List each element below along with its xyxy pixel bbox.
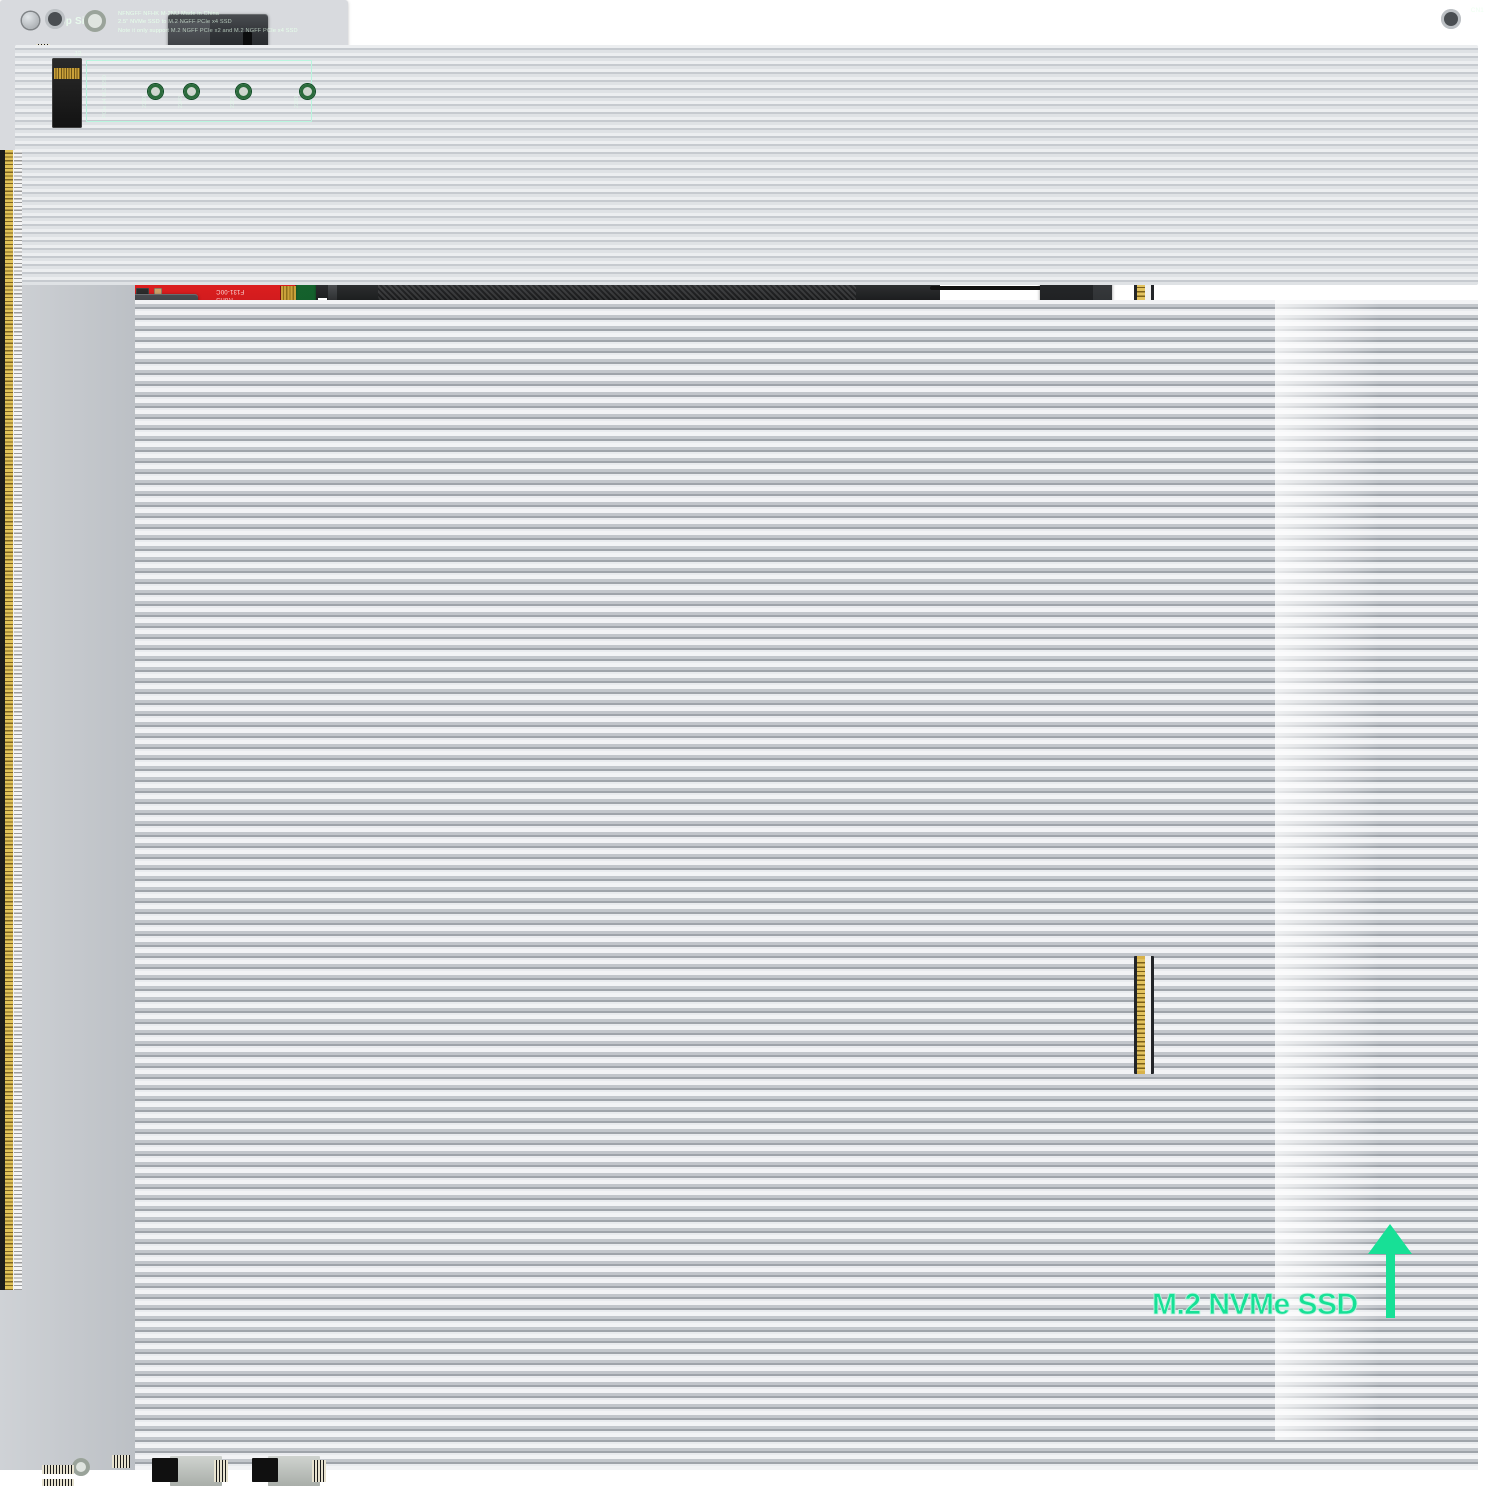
ssd-gold-pins — [1137, 959, 1145, 1071]
u2-nvme-ssd-bottom[interactable] — [0, 12, 1478, 1470]
plug-key — [328, 277, 337, 301]
smd-part — [154, 288, 162, 295]
edge-gold-pins — [5, 150, 13, 1290]
u2-ssd-edge-connector-bottom — [1134, 956, 1154, 1074]
pointer-arrow-head-m2-bottom — [1368, 1224, 1412, 1254]
pointer-arrow-shaft-m2-bottom — [1386, 1248, 1395, 1318]
u2-edge-connector — [0, 150, 22, 1290]
wire-black — [930, 286, 1042, 290]
smd-part — [136, 288, 149, 295]
edge-white-pins — [14, 150, 22, 1290]
ssd-left-plate — [0, 270, 135, 1470]
m2-nvme-ssd-label-bottom: M.2 NVMe SSD — [1152, 1288, 1359, 1322]
ssd-heatsink-fins — [135, 300, 1478, 1470]
ssd-gold-pins — [1137, 231, 1145, 343]
